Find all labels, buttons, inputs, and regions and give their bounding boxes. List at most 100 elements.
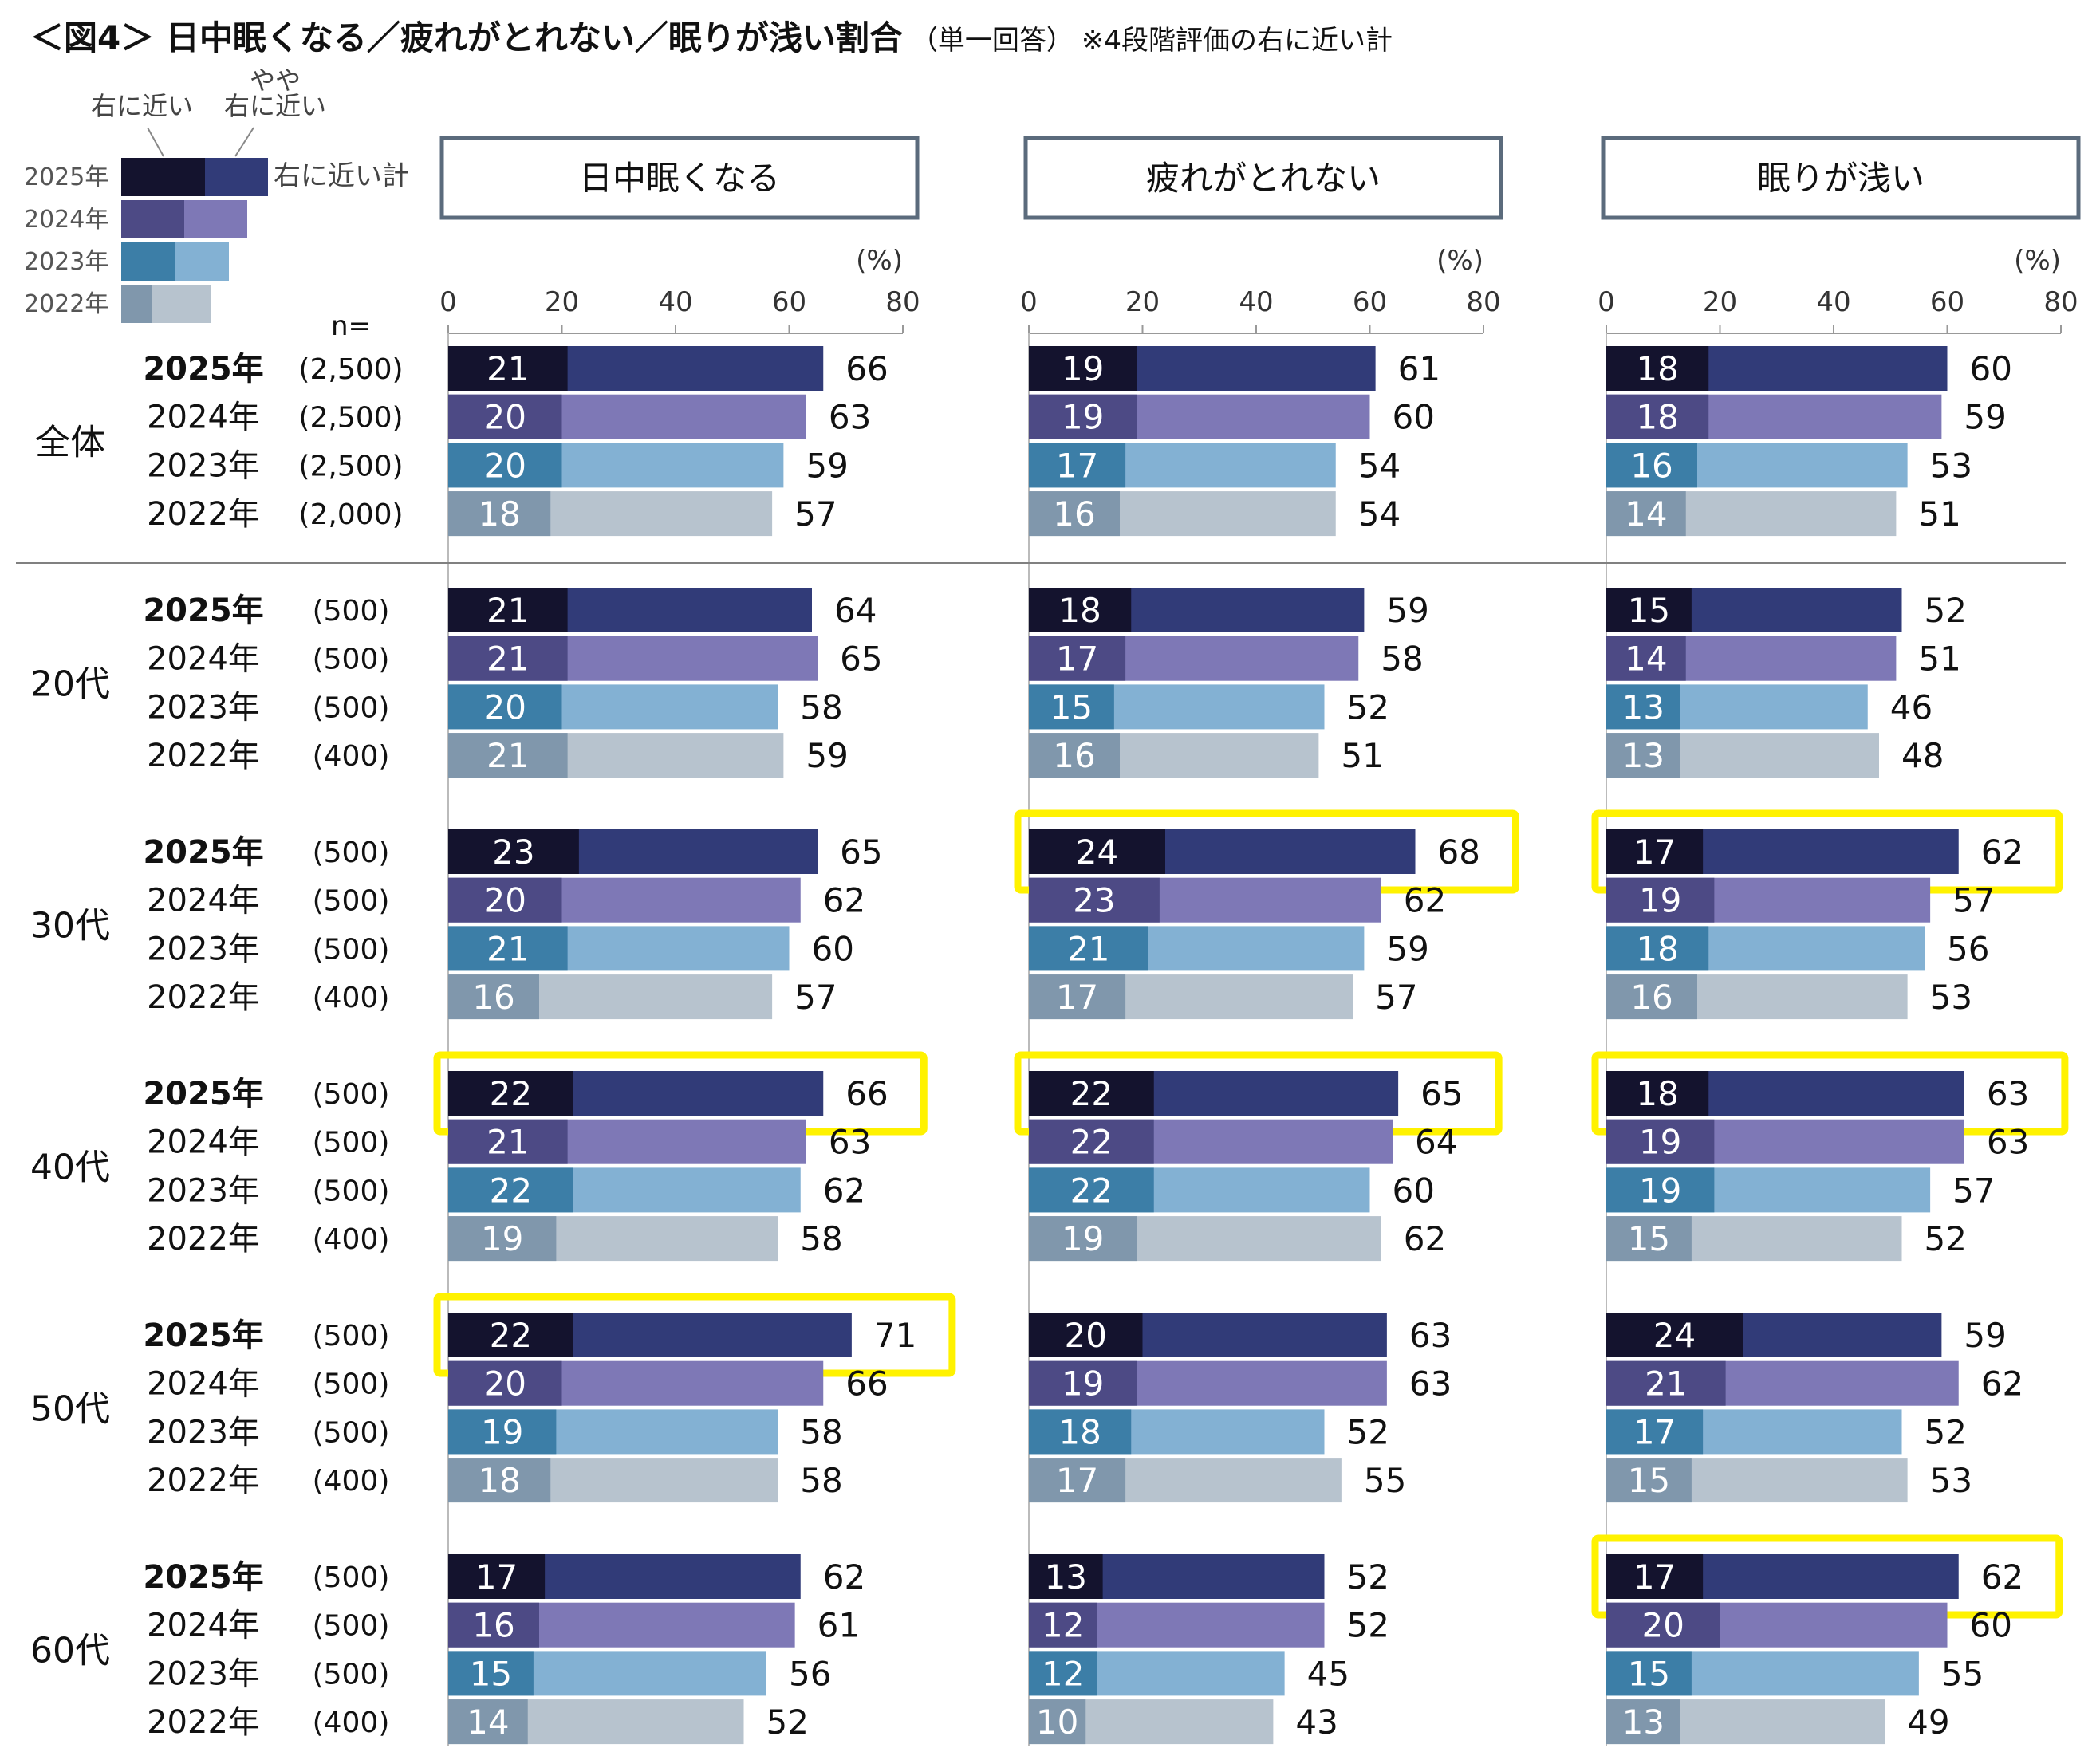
row-year-label: 2022年 [147,738,260,774]
bar-right-value-label: 15 [470,1654,512,1693]
bar-right-segment [1029,491,1120,537]
bar-right-value-label: 16 [1053,736,1095,775]
legend-top-pointer [147,127,164,157]
bar-right-value-label: 17 [1633,1557,1676,1596]
bar-right-value-label: 19 [1062,1364,1104,1404]
row-year-label: 2025年 [143,351,263,388]
bar-total-value-label: 48 [1901,736,1944,775]
group-label: 30代 [30,905,110,946]
bar-right-segment [1606,1360,1726,1406]
bar-right-segment [1606,733,1680,778]
row-year-label: 2022年 [147,1704,260,1741]
bar-right-segment [1606,1554,1704,1599]
bar-total-value-label: 45 [1307,1654,1349,1693]
bar-right-segment [1606,926,1709,971]
bar-total-value-label: 62 [823,881,865,920]
bar-right-value-label: 21 [487,349,529,388]
bar-total-value-label: 56 [789,1654,831,1693]
group-label: 50代 [30,1388,110,1429]
row-n-label: (2,000) [298,498,403,531]
bar-right-segment [1029,926,1148,971]
bar-right-segment [448,588,568,632]
bar-right-segment [448,1699,528,1745]
bar-right-segment [1029,684,1114,730]
row-year-label: 2024年 [147,883,260,919]
bar-right-value-label: 23 [1073,881,1115,920]
bar-right-value-label: 22 [490,1074,532,1113]
bar-right-segment [1029,1554,1103,1599]
bar-right-segment [1029,1360,1137,1406]
bar-total-value-label: 59 [806,446,848,485]
bar-total-value-label: 60 [1393,1171,1435,1210]
bar-right-value-label: 21 [487,929,529,968]
panel-header-label: 日中眠くなる [579,159,780,198]
axis-tick-label: 20 [545,286,579,318]
bar-right-value-label: 13 [1045,1557,1087,1596]
axis-tick-label: 20 [1125,286,1160,318]
bar-right-segment [1606,443,1697,488]
axis-tick-label: 40 [658,286,692,318]
row-n-label: (500) [313,691,390,724]
bar-right-segment [1029,1167,1154,1213]
bar-right-segment [1029,1651,1097,1696]
bar-total-value-label: 57 [1952,1171,1995,1210]
legend-swatch-dark [121,285,152,323]
legend-mid-label-line2: 右に近い [224,91,326,121]
bar-right-segment [1029,1458,1126,1503]
bar-right-value-label: 19 [1062,349,1104,388]
bar-right-value-label: 18 [478,494,520,533]
bar-right-value-label: 15 [1628,1219,1670,1258]
bar-right-segment [448,346,568,391]
row-year-label: 2025年 [143,1076,263,1112]
row-n-label: (2,500) [298,450,403,482]
bar-right-segment [448,443,562,488]
bar-total-value-label: 52 [1347,1412,1389,1451]
bar-total-value-label: 66 [845,1074,888,1113]
bar-right-segment [1606,1216,1692,1262]
bar-right-segment [448,1313,573,1357]
bar-right-value-label: 21 [1067,929,1109,968]
bar-right-value-label: 13 [1622,687,1665,726]
row-n-label: (500) [313,595,390,628]
bar-right-value-label: 21 [487,736,529,775]
row-year-label: 2024年 [147,1608,260,1644]
row-n-label: (500) [313,885,390,918]
bar-total-value-label: 58 [800,1461,842,1500]
bar-right-value-label: 20 [484,1364,526,1404]
legend-year-label: 2023年 [24,248,108,276]
bar-right-value-label: 18 [1636,1074,1678,1113]
bar-total-value-label: 59 [1386,591,1428,630]
bar-total-value-label: 62 [1404,881,1446,920]
row-year-label: 2024年 [147,1124,260,1161]
bar-right-segment [1029,443,1126,488]
chart-note: ※4段階評価の右に近い計 [1082,25,1393,57]
bar-right-value-label: 19 [481,1219,523,1258]
bar-total-value-label: 59 [1964,398,2006,437]
row-year-label: 2022年 [147,496,260,533]
row-year-label: 2023年 [147,1172,260,1209]
bar-right-segment [1029,1119,1154,1164]
bar-right-segment [1029,588,1132,632]
legend-swatch-light [175,242,229,281]
bar-right-segment [1606,1458,1692,1503]
bar-total-value-label: 61 [818,1606,860,1645]
bar-right-segment [448,1360,562,1406]
bar-right-value-label: 19 [1062,1219,1104,1258]
bar-total-value-label: 57 [1952,881,1995,920]
row-year-label: 2025年 [143,1317,263,1354]
bar-right-segment [448,636,568,681]
legend-swatch-light [184,200,247,238]
row-n-label: (500) [313,1175,390,1207]
bar-right-segment [448,974,539,1020]
bar-right-value-label: 20 [484,446,526,485]
bar-right-segment [1029,1313,1143,1357]
legend-top-label: 右に近い [91,91,193,121]
row-n-label: (400) [313,740,390,773]
bar-right-value-label: 14 [467,1703,509,1742]
legend-swatch-light [152,285,211,323]
group-label: 全体 [35,422,105,463]
bar-total-value-label: 53 [1930,446,1972,485]
bar-right-value-label: 18 [1058,591,1101,630]
bar-right-segment [1606,588,1692,632]
